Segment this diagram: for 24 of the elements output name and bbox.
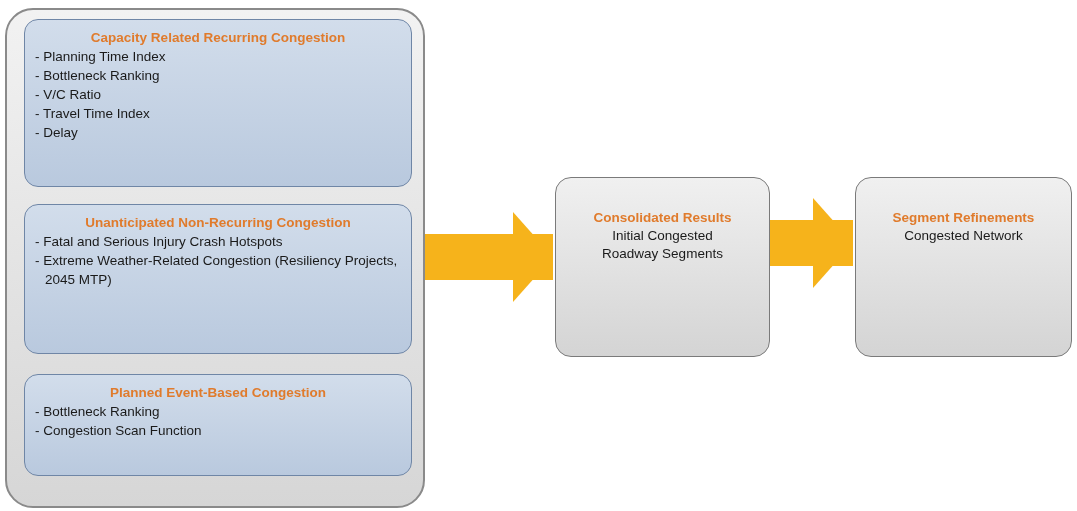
list-item: - Planning Time Index — [35, 48, 167, 66]
box-heading: Consolidated Results — [593, 209, 732, 227]
box-heading: Unanticipated Non-Recurring Congestion — [84, 214, 352, 232]
list-item: - Delay — [35, 124, 79, 142]
process-box — [24, 19, 412, 187]
process-box — [24, 374, 412, 476]
list-item: - Extreme Weather-Related Congestion (Resiliency Projects, 2045 MTP) — [35, 252, 399, 289]
process-box — [24, 204, 412, 354]
process-box — [555, 177, 770, 357]
list-item: - V/C Ratio — [35, 86, 103, 104]
list-item: - Travel Time Index — [35, 105, 151, 123]
box-text: Congested Network — [904, 227, 1023, 245]
box-heading: Segment Refinements — [892, 209, 1035, 227]
list-item: - Bottleneck Ranking — [35, 67, 161, 85]
list-item: - Bottleneck Ranking — [35, 403, 161, 421]
block-arrow — [770, 198, 853, 288]
list-item: - Fatal and Serious Injury Crash Hotspots — [35, 233, 284, 251]
process-box — [855, 177, 1072, 357]
box-heading: Planned Event-Based Congestion — [108, 384, 327, 402]
block-arrow — [425, 212, 553, 302]
list-item: - Congestion Scan Function — [35, 422, 203, 440]
box-text: Initial Congested Roadway Segments — [601, 227, 724, 263]
box-heading: Capacity Related Recurring Congestion — [89, 29, 347, 47]
group-panel — [5, 8, 425, 508]
